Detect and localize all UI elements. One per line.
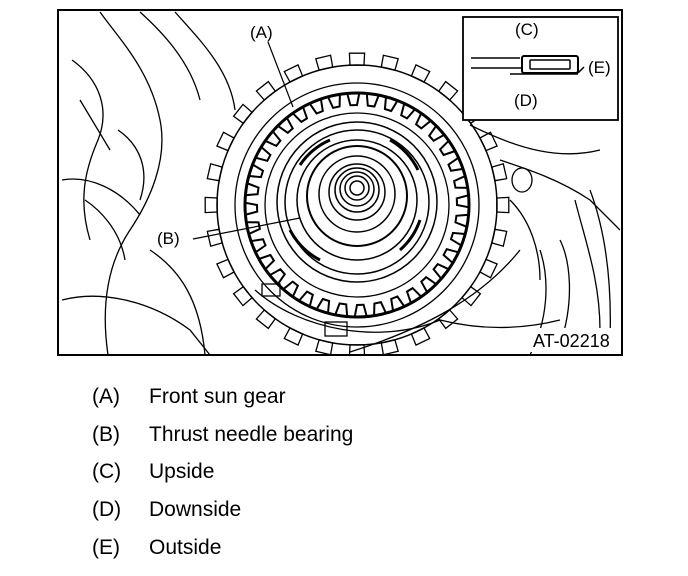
spline-tooth [491,162,508,182]
spline-tooth [437,80,459,101]
callout-b-group: (B) [154,217,301,250]
spline-tooth [216,131,235,152]
legend-description: Outside [149,535,222,559]
callout-a-group: (A) [246,20,294,108]
transmission-case-left [61,11,236,355]
legend-description: Downside [149,498,242,522]
spline-tooth [437,309,459,330]
legend-code: (B) [92,422,120,446]
diagram-figure: (C) (D) (E) (A) (B) AT-02218 [57,9,623,356]
spline-tooth [348,344,366,355]
figure-id: AT-02218 [533,331,610,351]
bearing-section-icon [521,55,579,74]
front-sun-gear-outer-splines [204,52,510,355]
callout-d: (D) [514,91,538,110]
legend-item: (A) Front sun gear [92,382,353,420]
spline-tooth [380,339,400,355]
legend-item: (C) Upside [92,457,353,495]
hub-bore [306,145,408,247]
spline-tooth [255,80,277,101]
spline-tooth [496,196,510,214]
lower-housing [254,283,441,337]
spline-tooth [216,258,235,279]
spline-tooth [232,285,253,307]
callout-e: (E) [588,58,611,77]
orientation-inset: (C) (D) (E) [462,16,619,121]
spline-tooth [461,285,482,307]
spline-tooth [479,258,498,279]
spline-tooth [479,131,498,152]
callout-b: (B) [157,229,180,248]
legend-item: (E) Outside [92,533,353,571]
spline-tooth [348,52,366,66]
spline-tooth [410,64,431,83]
legend-code: (D) [92,498,122,522]
spline-tooth [206,162,223,182]
legend-list: (A) Front sun gear (B) Thrust needle bea… [92,382,353,570]
spline-tooth [314,339,334,355]
gear-teeth-outline [243,91,471,319]
thrust-needle-bearing [276,121,438,283]
leader-line-b [192,217,301,240]
legend-code: (E) [92,535,120,559]
spline-tooth [491,228,508,248]
spline-tooth [255,309,277,330]
spline-tooth [410,327,431,346]
spline-tooth [314,54,334,71]
callout-c: (C) [515,20,539,39]
spline-tooth [204,196,218,214]
spline-tooth [283,327,304,346]
callout-a: (A) [250,23,273,42]
legend-item: (D) Downside [92,495,353,533]
legend-code: (C) [92,460,122,484]
spline-tooth [380,54,400,71]
front-sun-gear [243,91,471,319]
spline-tooth [232,103,253,125]
legend-description: Upside [149,460,215,484]
spline-tooth [283,64,304,83]
legend-code: (A) [92,385,120,408]
leader-line-a [267,41,294,108]
legend-description: Thrust needle bearing [149,422,354,446]
legend-description: Front sun gear [149,385,286,408]
legend-item: (B) Thrust needle bearing [92,420,353,458]
